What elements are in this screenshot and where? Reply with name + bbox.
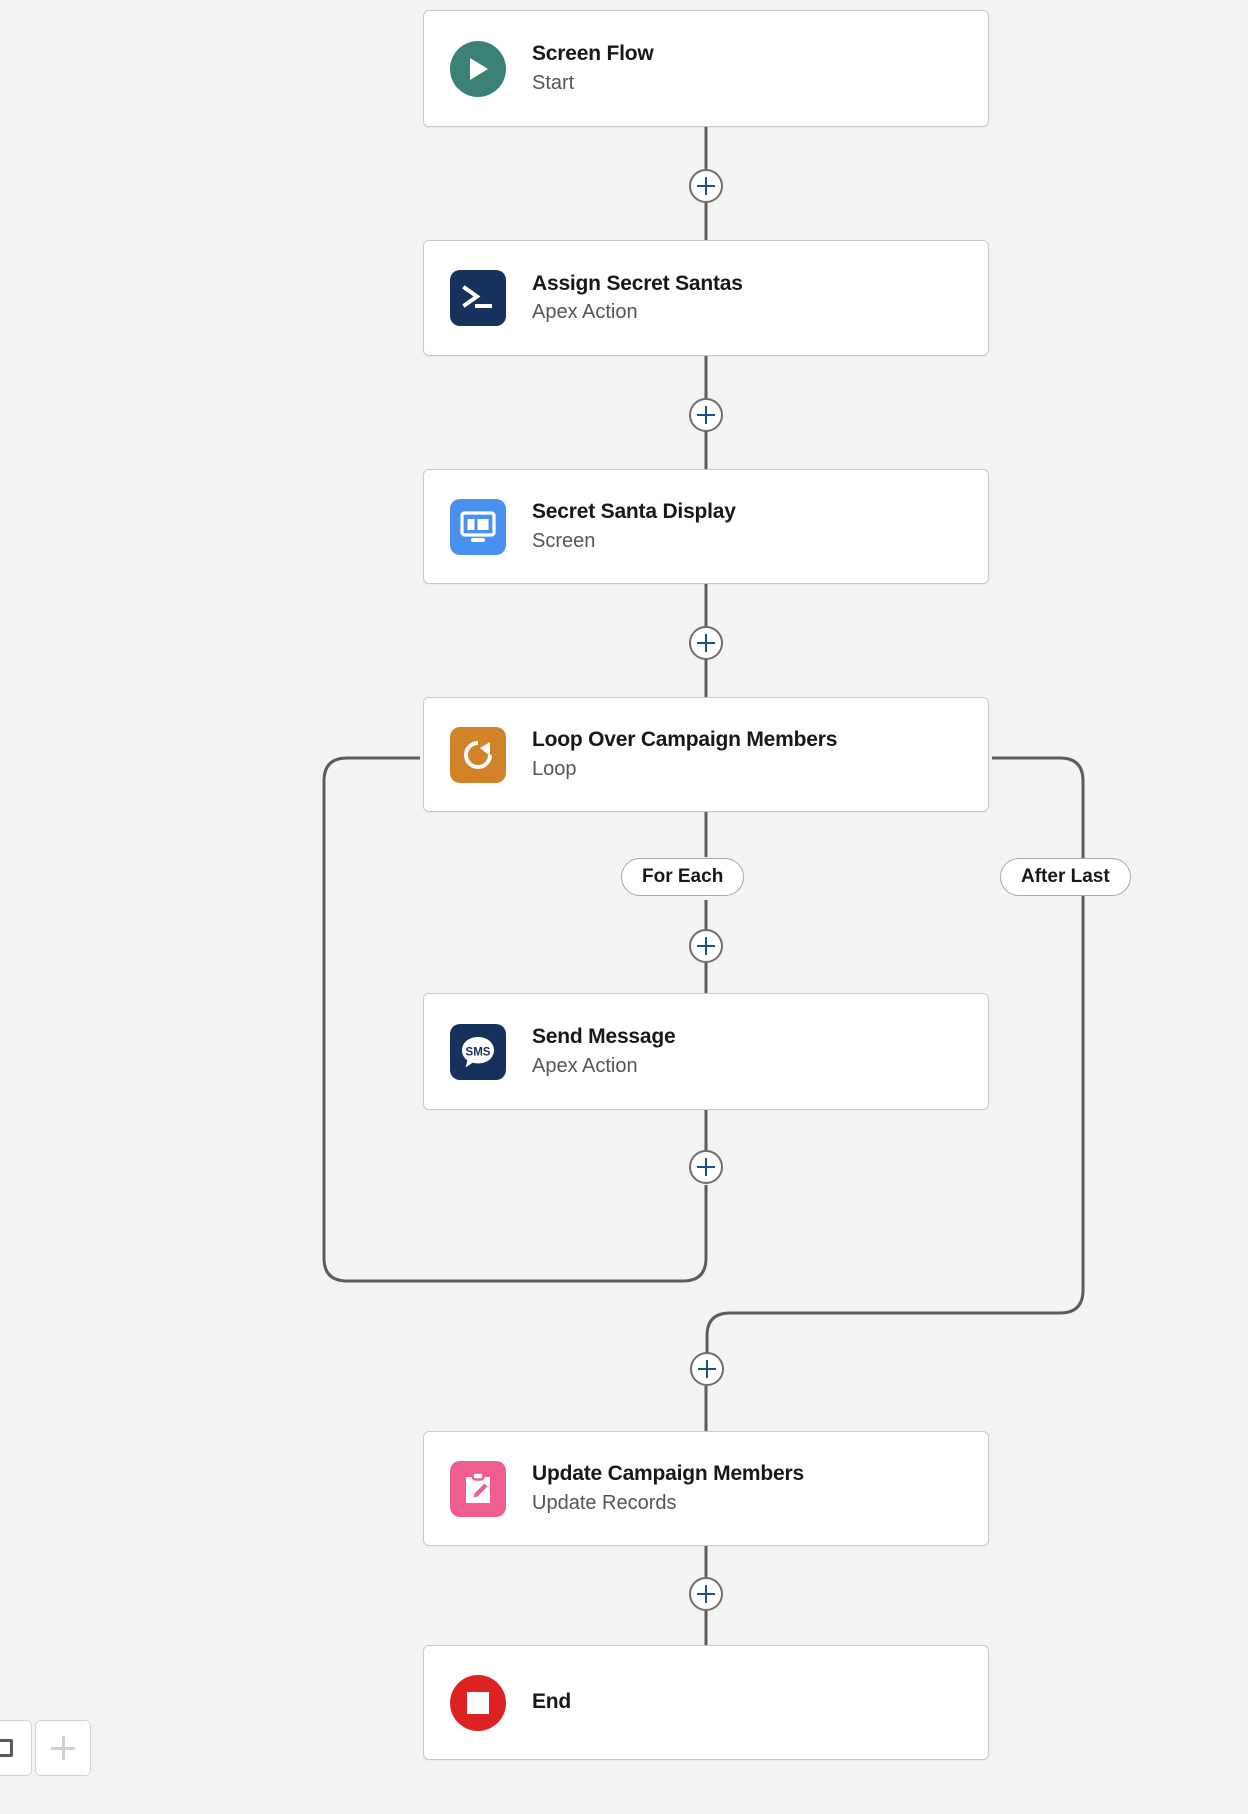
node-subtitle: Screen <box>532 529 596 552</box>
flow-node-end[interactable]: End <box>423 1645 989 1760</box>
node-text-block: Screen Flow Start <box>532 41 654 95</box>
node-title: Screen Flow <box>532 42 654 66</box>
monitor-glyph <box>460 510 496 542</box>
node-subtitle: Loop <box>532 757 577 780</box>
node-title: Assign Secret Santas <box>532 271 743 295</box>
flow-node-send-message[interactable]: SMS Send Message Apex Action <box>423 993 989 1110</box>
zoom-in-icon <box>51 1736 75 1760</box>
play-triangle-icon <box>470 57 488 80</box>
clipboard-edit-glyph <box>466 1470 490 1503</box>
apex-terminal-icon <box>450 270 506 326</box>
add-element-button-after-display[interactable] <box>689 626 723 660</box>
flow-node-start[interactable]: Screen Flow Start <box>423 10 989 127</box>
terminal-prompt-glyph <box>462 285 492 308</box>
node-title: Send Message <box>532 1025 676 1049</box>
play-circle-icon <box>450 40 506 97</box>
branch-label-after-last-text: After Last <box>1021 866 1110 887</box>
add-element-button-after-start[interactable] <box>689 169 723 203</box>
node-text-block: Loop Over Campaign Members Loop <box>532 727 837 781</box>
node-subtitle: Update Records <box>532 1491 677 1514</box>
node-text-block: Send Message Apex Action <box>532 1024 676 1078</box>
flow-node-assign-secret-santas[interactable]: Assign Secret Santas Apex Action <box>423 240 989 356</box>
add-element-button-in-loop-after-send[interactable] <box>689 1150 723 1184</box>
branch-label-for-each[interactable]: For Each <box>621 858 745 896</box>
flow-node-update-campaign-members[interactable]: Update Campaign Members Update Records <box>423 1431 989 1546</box>
zoom-fit-button[interactable] <box>0 1720 32 1776</box>
speech-bubble-sms-glyph: SMS <box>462 1036 494 1067</box>
node-text-block: Secret Santa Display Screen <box>532 499 736 553</box>
svg-text:SMS: SMS <box>466 1046 491 1058</box>
branch-label-for-each-text: For Each <box>642 866 724 887</box>
branch-label-after-last[interactable]: After Last <box>1000 858 1131 896</box>
node-text-block: Update Campaign Members Update Records <box>532 1461 804 1515</box>
stop-square-icon <box>450 1674 506 1731</box>
node-title: Secret Santa Display <box>532 500 736 524</box>
screen-monitor-icon <box>450 498 506 555</box>
fit-to-view-icon <box>0 1739 13 1757</box>
node-subtitle: Apex Action <box>532 1054 638 1077</box>
stop-square-glyph <box>467 1691 489 1714</box>
zoom-in-button[interactable] <box>35 1720 91 1776</box>
flow-node-loop-over-campaign-members[interactable]: Loop Over Campaign Members Loop <box>423 697 989 812</box>
add-element-button-after-update[interactable] <box>689 1577 723 1611</box>
node-text-block: Assign Secret Santas Apex Action <box>532 271 743 325</box>
add-element-button-after-assign[interactable] <box>689 398 723 432</box>
sms-bubble-icon: SMS <box>450 1023 506 1080</box>
flow-node-secret-santa-display[interactable]: Secret Santa Display Screen <box>423 469 989 584</box>
loop-refresh-icon <box>450 726 506 783</box>
node-subtitle: Apex Action <box>532 301 638 324</box>
node-title: End <box>532 1690 572 1714</box>
node-text-block: End <box>532 1689 571 1715</box>
clipboard-pencil-icon <box>450 1460 506 1517</box>
add-element-button-after-loop[interactable] <box>690 1352 724 1386</box>
node-title: Update Campaign Members <box>532 1462 804 1486</box>
node-subtitle: Start <box>532 71 575 94</box>
refresh-arrow-glyph <box>464 740 492 769</box>
add-element-button-in-loop-before-send[interactable] <box>689 929 723 963</box>
zoom-toolbar[interactable] <box>0 1720 91 1776</box>
node-title: Loop Over Campaign Members <box>532 728 838 752</box>
